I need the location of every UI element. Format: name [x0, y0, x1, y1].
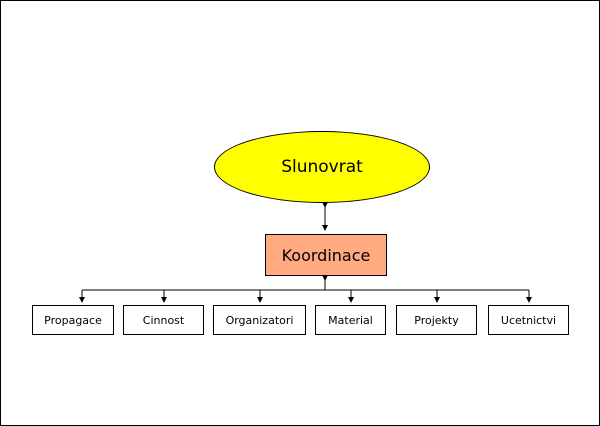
- child-node-label: Organizatori: [225, 313, 294, 327]
- child-node-ucetnictvi: Ucetnictvi: [488, 305, 569, 335]
- child-node-label: Ucetnictvi: [500, 313, 557, 327]
- child-node-label: Propagace: [44, 313, 102, 327]
- coordinator-node: Koordinace: [265, 234, 387, 276]
- child-node-label: Material: [328, 313, 373, 327]
- child-node-label: Projekty: [414, 313, 459, 327]
- child-node-propagace: Propagace: [32, 305, 114, 335]
- child-node-material: Material: [315, 305, 386, 335]
- root-node: Slunovrat: [214, 131, 430, 203]
- coordinator-node-label: Koordinace: [281, 245, 371, 265]
- child-node-cinnost: Cinnost: [123, 305, 204, 335]
- child-node-label: Cinnost: [142, 313, 185, 327]
- child-node-projekty: Projekty: [396, 305, 477, 335]
- root-node-label: Slunovrat: [281, 157, 363, 177]
- child-node-organizatori: Organizatori: [213, 305, 306, 335]
